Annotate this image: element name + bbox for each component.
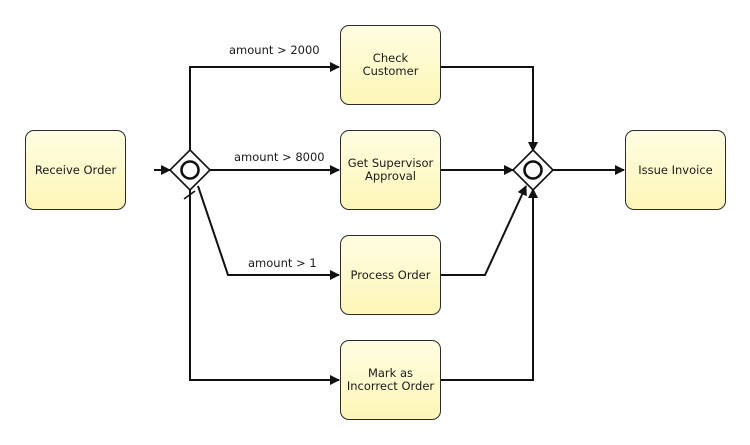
flow-split-to-process-order[interactable]	[197, 185, 340, 280]
condition-label-check-customer: amount > 2000	[229, 43, 320, 57]
task-receive-order[interactable]: Receive Order	[25, 130, 126, 210]
task-label: Check Customer	[362, 51, 419, 78]
inclusive-join-gateway[interactable]	[511, 148, 555, 192]
flow-mark-incorrect-to-join[interactable]	[441, 188, 538, 381]
task-process-order[interactable]: Process Order	[340, 235, 441, 315]
gateway-circle-icon	[180, 160, 200, 180]
condition-label-supervisor: amount > 8000	[234, 150, 325, 164]
gateway-circle-icon	[523, 160, 543, 180]
inclusive-split-gateway[interactable]	[168, 148, 212, 192]
task-label: Process Order	[350, 267, 431, 282]
flow-split-to-check-customer[interactable]	[189, 62, 340, 151]
task-issue-invoice[interactable]: Issue Invoice	[625, 130, 726, 210]
task-label: Issue Invoice	[638, 162, 713, 177]
task-mark-incorrect-order[interactable]: Mark as Incorrect Order	[340, 340, 441, 420]
task-check-customer[interactable]: Check Customer	[340, 25, 441, 105]
default-flow-slash	[183, 190, 196, 200]
condition-label-process-order: amount > 1	[248, 256, 317, 270]
task-label: Receive Order	[34, 162, 117, 177]
flow-split-to-mark-incorrect[interactable]	[189, 189, 340, 385]
flow-process-order-to-join[interactable]	[441, 185, 527, 276]
flow-check-customer-to-join[interactable]	[441, 66, 538, 152]
task-get-supervisor-approval[interactable]: Get Supervisor Approval	[340, 130, 441, 210]
task-label: Get Supervisor Approval	[347, 156, 434, 183]
task-label: Mark as Incorrect Order	[346, 366, 435, 393]
